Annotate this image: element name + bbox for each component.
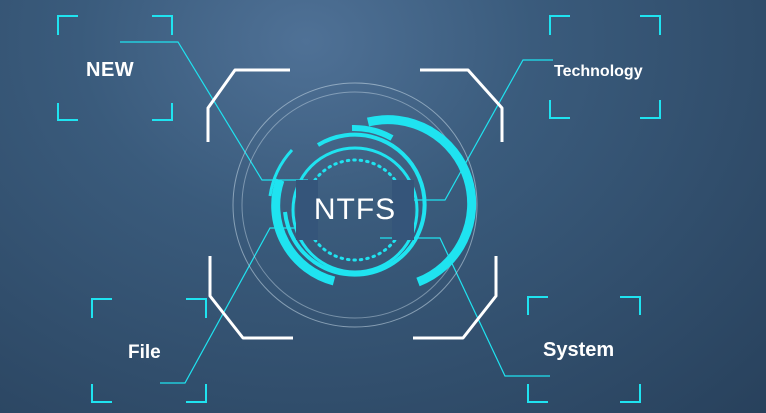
connector-technology-icon	[408, 59, 553, 201]
outer-brackets	[206, 68, 504, 340]
frame-technology-icon	[549, 15, 661, 119]
connector-file-icon	[160, 227, 305, 384]
bracket-top-right-icon	[420, 68, 504, 142]
bracket-bottom-left-icon	[208, 256, 293, 340]
hud-arc-topright-icon	[351, 124, 394, 141]
node-label-technology: Technology	[554, 63, 643, 80]
bracket-bottom-right-icon	[413, 256, 498, 340]
hud-arc-right-icon	[366, 115, 477, 287]
outer-thin-ring-icon	[232, 82, 478, 328]
hud-ring-middle-icon	[283, 132, 427, 277]
hud-ring-inner-icon	[291, 146, 419, 274]
center-title: NTFS	[313, 193, 397, 226]
hud-ring-middle-gap-icon	[268, 148, 294, 197]
hud-arc-left-icon	[271, 178, 336, 286]
label-frames	[57, 15, 661, 403]
dotted-ring-mask	[296, 180, 414, 240]
frame-system-icon	[527, 296, 641, 403]
frame-file-icon	[91, 298, 207, 403]
node-label-file: File	[128, 342, 161, 363]
bracket-top-left-icon	[206, 68, 290, 142]
node-label-system: System	[543, 339, 615, 361]
node-label-new: NEW	[86, 59, 135, 81]
connector-new-icon	[120, 41, 308, 181]
frame-new-icon	[57, 15, 173, 121]
